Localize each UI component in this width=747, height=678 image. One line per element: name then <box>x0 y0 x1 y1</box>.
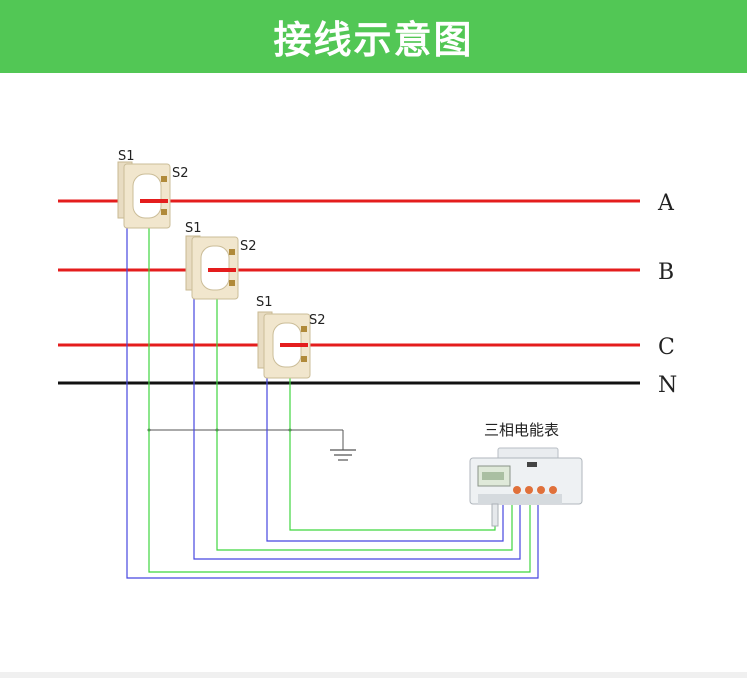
three-phase-energy-meter <box>469 447 583 527</box>
wiring-diagram: A B C N S1 S2 <box>58 149 677 579</box>
phase-b-label: B <box>658 260 674 285</box>
ct-a-wiring <box>126 210 539 579</box>
ground-icon <box>330 449 356 461</box>
header-banner: 接线示意图 <box>0 0 747 73</box>
current-transformer-b <box>185 235 239 300</box>
ct-b-wiring <box>193 280 521 560</box>
power-lines <box>58 199 640 385</box>
meter-label: 三相电能表 <box>484 421 559 439</box>
ct-a-s1-label: S1 <box>118 149 135 164</box>
ct-b-s2-label: S2 <box>240 239 257 254</box>
current-transformer-a <box>117 161 171 229</box>
ct-b-s1-label: S1 <box>185 221 202 236</box>
ct-c-s1-label: S1 <box>256 295 273 310</box>
phase-n-label: N <box>658 373 677 398</box>
current-transformer-c <box>257 311 311 379</box>
ct-a-s2-label: S2 <box>172 166 189 181</box>
ground-wiring <box>149 429 344 450</box>
ct-c-s2-label: S2 <box>309 313 326 328</box>
phase-c-label: C <box>658 335 675 360</box>
page-title: 接线示意图 <box>273 18 474 62</box>
phase-a-label: A <box>657 191 675 216</box>
bottom-border <box>0 672 747 678</box>
